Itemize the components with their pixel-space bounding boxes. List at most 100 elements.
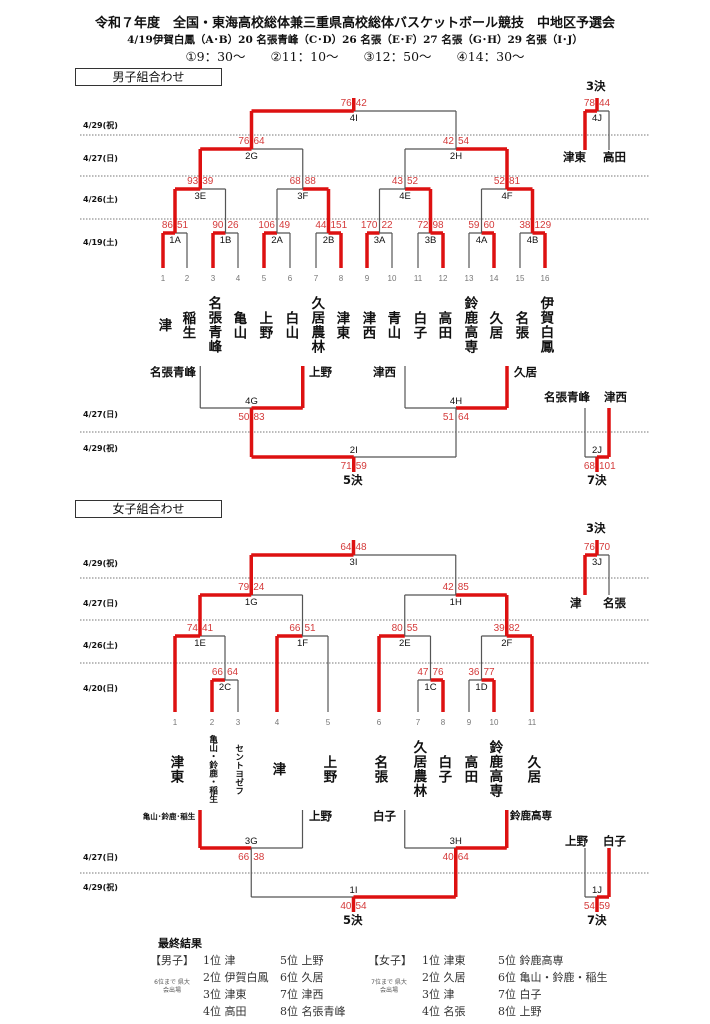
final-results: 最終結果 <box>158 935 202 951</box>
women-match-3j-score-left: 76 <box>584 542 596 553</box>
women-team-slot: 久居農林 <box>406 733 430 805</box>
men-team-slot: 津東 <box>329 290 353 360</box>
men-result-rank: 8位 名張青峰 <box>280 1005 346 1018</box>
results-title: 最終結果 <box>158 937 202 950</box>
men-team-name: 伊賀白鳳 <box>537 296 554 354</box>
women-match-1h-label: 1H <box>450 597 462 608</box>
women-match-2c-label: 2C <box>219 682 231 693</box>
women-match-3h-label: 3H <box>450 836 462 847</box>
men-match-2a-label: 2A <box>271 235 283 246</box>
women-match-1c-score-left: 47 <box>417 667 429 678</box>
men-match-3f-score-right: 88 <box>305 176 317 187</box>
women-match-1i-score-right: 54 <box>356 901 368 912</box>
men-match-4a-score-right: 60 <box>484 220 496 231</box>
men-match-2h-score-left: 42 <box>443 136 455 147</box>
women-cons-g-right: 上野 <box>309 809 332 823</box>
women-result-rank: 8位 上野 <box>498 1005 542 1018</box>
women-match-1f-score-left: 66 <box>289 623 301 634</box>
men-match-4i-score-right: 42 <box>356 98 368 109</box>
men-team-slot: 白山 <box>278 290 302 360</box>
women-result-rank: 1位 津東 <box>422 954 466 967</box>
women-team-slot: セントヨゼフ <box>226 733 250 805</box>
men-date-r1: 4/19(土) <box>83 238 118 247</box>
men-cons-h-right: 久居 <box>514 365 537 379</box>
document-title: 令和７年度 全国・東海高校総体兼三重県高校総体バスケットボール競技 中地区予選会 <box>94 16 615 31</box>
men-match-4j-label: 4J <box>592 113 602 124</box>
women-third-right: 名張 <box>603 596 626 610</box>
men-cons-g-right: 上野 <box>309 365 332 379</box>
men-date-final: 4/29(祝) <box>83 121 118 130</box>
men-cons-j-left: 名張青峰 <box>544 390 590 404</box>
men-match-3b-label: 3B <box>425 235 437 246</box>
men-team-slot: 名張 <box>508 290 532 360</box>
women-match-1g-score-left: 79 <box>238 582 250 593</box>
men-match-3a-score-left: 170 <box>361 220 378 231</box>
women-match-3g-label: 3G <box>245 836 258 847</box>
women-team-name: 上野 <box>320 754 337 784</box>
women-seed-number: 9 <box>467 718 472 727</box>
men-section-title: 男子組合わせ <box>75 68 222 86</box>
women-third-title: 3決 <box>586 521 606 535</box>
women-team-name: セントヨゼフ <box>233 743 244 795</box>
women-match-1f-label: 1F <box>297 638 308 649</box>
men-match-1a-score-right: 51 <box>177 220 189 231</box>
men-match-4a-score-left: 59 <box>468 220 480 231</box>
women-cons-h-left: 白子 <box>373 809 396 823</box>
men-team-name: 高田 <box>435 310 452 340</box>
women-match-3g-score-right: 38 <box>253 852 265 863</box>
men-team-name: 名張青峰 <box>205 296 222 354</box>
women-match-1d-label: 1D <box>475 682 487 693</box>
men-match-2i-score-right: 59 <box>356 461 368 472</box>
women-match-1e-label: 1E <box>194 638 206 649</box>
men-seventh-label: 7決 <box>587 473 607 487</box>
women-match-1g-score-right: 24 <box>253 582 265 593</box>
women-seed-number: 11 <box>528 718 537 727</box>
women-team-name: 名張 <box>371 754 388 784</box>
women-seed-number: 1 <box>173 718 178 727</box>
men-team-name: 津東 <box>333 310 350 340</box>
women-date-cons2: 4/29(祝) <box>83 883 118 892</box>
men-team-name: 津 <box>155 317 172 333</box>
men-results-note: 6位まで 県大会出場 <box>154 979 190 994</box>
men-result-rank: 5位 上野 <box>280 954 324 967</box>
men-match-2g-label: 2G <box>245 151 258 162</box>
women-match-2e-score-left: 80 <box>392 623 404 634</box>
men-date-cons2: 4/29(祝) <box>83 444 118 453</box>
men-seed-number: 3 <box>211 274 216 283</box>
men-match-4b-score-right: 129 <box>535 220 552 231</box>
women-date-r1: 4/20(日) <box>83 684 118 693</box>
men-seed-number: 13 <box>465 274 474 283</box>
men-match-4j-score-right: 44 <box>599 98 611 109</box>
women-seed-number: 4 <box>275 718 280 727</box>
women-cons-g-left: 亀山･鈴鹿･稲生 <box>142 812 196 821</box>
women-match-1j-score-right: 59 <box>599 901 611 912</box>
women-match-1h-score-right: 85 <box>458 582 470 593</box>
men-date-r2: 4/26(土) <box>83 195 118 204</box>
men-match-3b-score-left: 72 <box>417 220 429 231</box>
women-match-2f-label: 2F <box>501 638 512 649</box>
men-match-2i-score-left: 71 <box>341 461 353 472</box>
women-match-2c-score-right: 64 <box>227 667 239 678</box>
men-result-rank: 1位 津 <box>203 954 236 967</box>
men-team-slot: 伊賀白鳳 <box>533 290 557 360</box>
men-seed-number: 6 <box>288 274 293 283</box>
men-result-rank: 7位 津西 <box>280 988 324 1001</box>
women-seed-number: 7 <box>416 718 421 727</box>
men-match-2g-score-right: 64 <box>254 136 266 147</box>
women-result-rank: 2位 久居 <box>422 971 466 984</box>
women-match-1e-score-left: 74 <box>187 623 199 634</box>
women-match-3j-score-right: 70 <box>599 542 611 553</box>
women-match-1g-label: 1G <box>245 597 258 608</box>
men-cons-h-left: 津西 <box>373 365 396 379</box>
men-seed-number: 14 <box>490 274 499 283</box>
men-third-title: 3決 <box>586 79 606 93</box>
men-result-rank: 6位 久居 <box>280 971 324 984</box>
men-match-3e-label: 3E <box>194 191 206 202</box>
men-team-slot: 鈴鹿高専 <box>457 290 481 360</box>
women-match-2e-score-right: 55 <box>407 623 419 634</box>
men-result-rank: 2位 伊賀白鳳 <box>203 971 269 984</box>
women-team-name: 久居農林 <box>410 740 427 798</box>
men-team-name: 津西 <box>359 310 376 340</box>
women-match-1e-score-right: 41 <box>202 623 214 634</box>
women-match-1i-score-left: 40 <box>340 901 352 912</box>
